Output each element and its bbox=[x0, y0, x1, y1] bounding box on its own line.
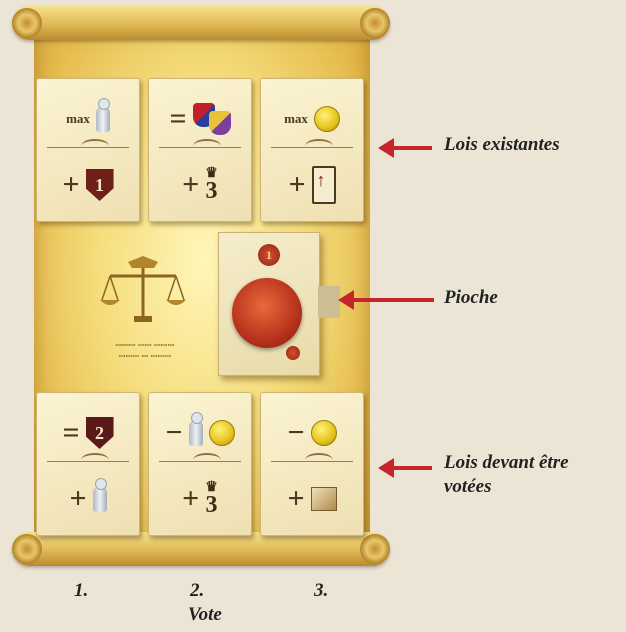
card-divider bbox=[159, 453, 241, 462]
card-divider bbox=[47, 139, 129, 148]
card-divider bbox=[159, 139, 241, 148]
card-plus-sign: + bbox=[69, 482, 87, 515]
coin-icon bbox=[310, 420, 337, 446]
card-condition-text: max bbox=[66, 111, 90, 126]
card-plus-sign: + bbox=[287, 482, 305, 515]
small-wax-seal-icon: 1 bbox=[258, 244, 280, 266]
arrow-laws-to-vote-icon bbox=[378, 458, 432, 478]
label-existing-laws: Lois existantes bbox=[444, 134, 560, 155]
crown-icon: ♛3 bbox=[205, 165, 218, 204]
coin-icon bbox=[208, 420, 235, 446]
crown-icon: ♛3 bbox=[205, 479, 218, 518]
arrow-draw-pile-icon bbox=[338, 290, 434, 310]
step-2-vote-label: Vote bbox=[188, 604, 222, 625]
card-divider bbox=[47, 453, 129, 462]
step-1-label: 1. bbox=[74, 580, 89, 601]
pawn-icon bbox=[95, 98, 110, 132]
coin-icon bbox=[313, 106, 340, 132]
scroll-bottom-roll bbox=[12, 532, 390, 566]
crown-value: 3 bbox=[205, 177, 218, 204]
pawn-icon bbox=[92, 478, 107, 512]
shield-icon: 2 bbox=[85, 417, 114, 449]
card-plus-sign: + bbox=[182, 168, 200, 201]
law-card-vote-1[interactable]: =2 + bbox=[36, 392, 140, 536]
step-2-label: 2. bbox=[190, 580, 205, 601]
label-laws-to-vote-line1: Lois devant être bbox=[444, 452, 569, 473]
card-plus-sign: + bbox=[182, 482, 200, 515]
card-equals-sign: = bbox=[62, 416, 80, 449]
wax-seal-icon bbox=[232, 278, 302, 348]
law-card-existing-1[interactable]: max +1 bbox=[36, 78, 140, 222]
step-3-label: 3. bbox=[314, 580, 329, 601]
label-laws-to-vote-line2: votées bbox=[444, 476, 492, 497]
card-minus-sign: − bbox=[165, 416, 183, 449]
card-minus-sign: − bbox=[287, 416, 305, 449]
cube-icon bbox=[310, 487, 337, 511]
law-card-vote-3[interactable]: − + bbox=[260, 392, 364, 536]
card-plus-sign: + bbox=[62, 168, 80, 201]
law-card-existing-3[interactable]: max + bbox=[260, 78, 364, 222]
law-card-existing-2[interactable]: = +♛3 bbox=[148, 78, 252, 222]
crown-value: 3 bbox=[205, 491, 218, 518]
shield-icon: 1 bbox=[85, 169, 114, 201]
coats-of-arms-icon bbox=[192, 103, 231, 135]
law-card-vote-2[interactable]: − +♛3 bbox=[148, 392, 252, 536]
card-plus-sign: + bbox=[288, 168, 306, 201]
card-condition-text: max bbox=[284, 111, 308, 126]
draw-pile-tab bbox=[318, 286, 340, 318]
card-divider bbox=[271, 139, 353, 148]
scales-of-justice-icon bbox=[100, 256, 186, 322]
card-divider bbox=[271, 453, 353, 462]
label-draw-pile: Pioche bbox=[444, 287, 498, 308]
arrow-existing-laws-icon bbox=[378, 138, 432, 158]
wax-drop-icon bbox=[286, 346, 300, 360]
card-equals-sign: = bbox=[169, 102, 187, 135]
pawn-icon bbox=[188, 412, 203, 446]
scroll-top-roll bbox=[12, 6, 390, 40]
arrow-banner-icon bbox=[311, 166, 336, 204]
